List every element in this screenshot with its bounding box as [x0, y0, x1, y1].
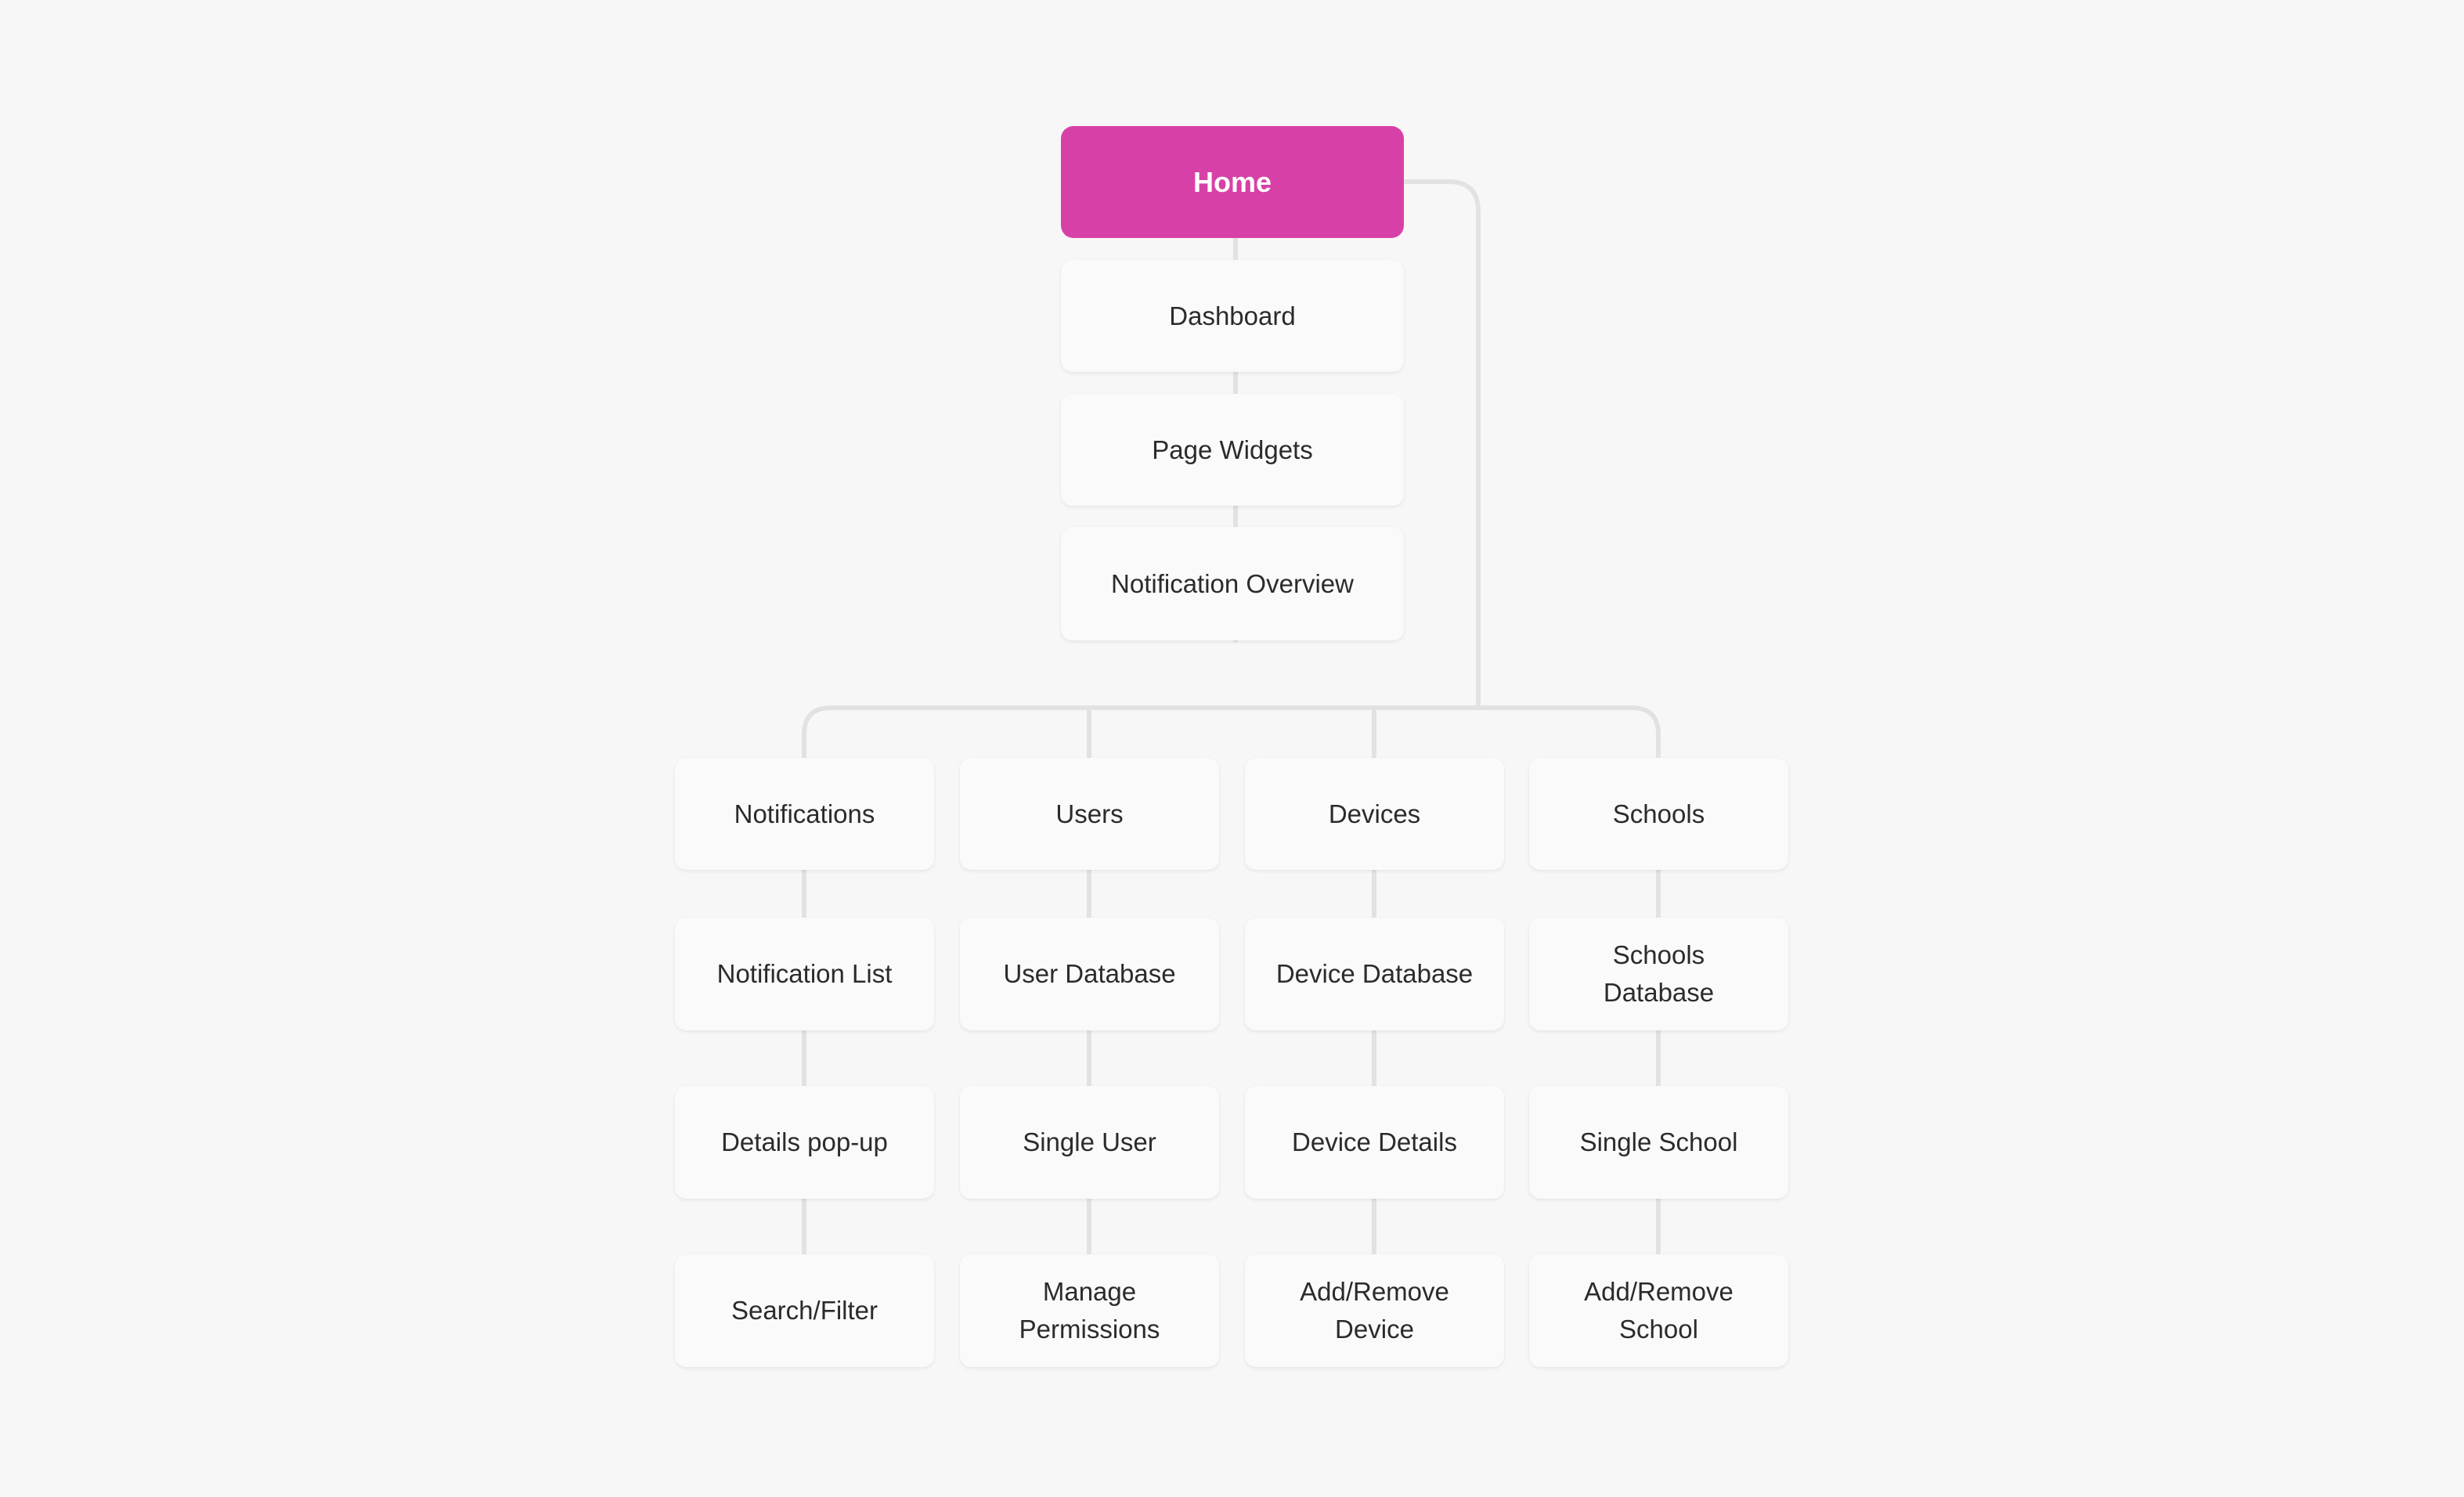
node-label: Page Widgets — [1152, 435, 1313, 464]
node-label: Add/Remove School — [1584, 1277, 1733, 1344]
node-page-widgets[interactable]: Page Widgets — [1061, 394, 1404, 506]
node-devices[interactable]: Devices — [1245, 758, 1504, 870]
node-notifications[interactable]: Notifications — [675, 758, 934, 870]
node-home[interactable]: Home — [1061, 126, 1404, 238]
node-label: Device Database — [1275, 959, 1474, 988]
node-home-label: Home — [1192, 165, 1272, 198]
node-users[interactable]: Users — [960, 758, 1219, 870]
connector-home-trunk — [1401, 179, 1481, 709]
node-user-database[interactable]: User Database — [960, 918, 1219, 1030]
node-add-remove-device[interactable]: Add/Remove Device — [1245, 1254, 1504, 1367]
node-label: Dashboard — [1169, 301, 1296, 330]
node-single-user[interactable]: Single User — [960, 1086, 1219, 1199]
node-manage-permissions[interactable]: Manage Permissions — [960, 1254, 1219, 1367]
node-add-remove-school[interactable]: Add/Remove School — [1529, 1254, 1788, 1367]
node-label: Schools Database — [1603, 940, 1715, 1007]
node-label: Notification List — [716, 959, 893, 988]
node-schools[interactable]: Schools — [1529, 758, 1788, 870]
connector-branch-bus — [802, 705, 1661, 759]
node-label: Notifications — [734, 799, 875, 828]
node-label: Details pop-up — [721, 1127, 888, 1156]
node-notification-list[interactable]: Notification List — [675, 918, 934, 1030]
node-dashboard[interactable]: Dashboard — [1061, 260, 1404, 372]
node-label: Search/Filter — [731, 1296, 878, 1325]
node-details-popup[interactable]: Details pop-up — [675, 1086, 934, 1199]
node-single-school[interactable]: Single School — [1529, 1086, 1788, 1199]
node-label: Schools — [1612, 799, 1705, 828]
node-label: User Database — [1003, 959, 1176, 988]
node-device-database[interactable]: Device Database — [1245, 918, 1504, 1030]
node-label: Device Details — [1292, 1127, 1457, 1156]
node-notification-overview[interactable]: Notification Overview — [1061, 527, 1404, 640]
node-device-details[interactable]: Device Details — [1245, 1086, 1504, 1199]
node-label: Add/Remove Device — [1300, 1277, 1449, 1344]
node-label: Single User — [1023, 1127, 1156, 1156]
node-schools-database[interactable]: Schools Database — [1529, 918, 1788, 1030]
node-label: Devices — [1328, 799, 1421, 828]
node-label: Manage Permissions — [1019, 1277, 1160, 1344]
node-label: Single School — [1579, 1127, 1738, 1156]
node-search-filter[interactable]: Search/Filter — [675, 1254, 934, 1367]
node-label: Notification Overview — [1111, 568, 1354, 598]
node-label: Users — [1055, 799, 1124, 828]
